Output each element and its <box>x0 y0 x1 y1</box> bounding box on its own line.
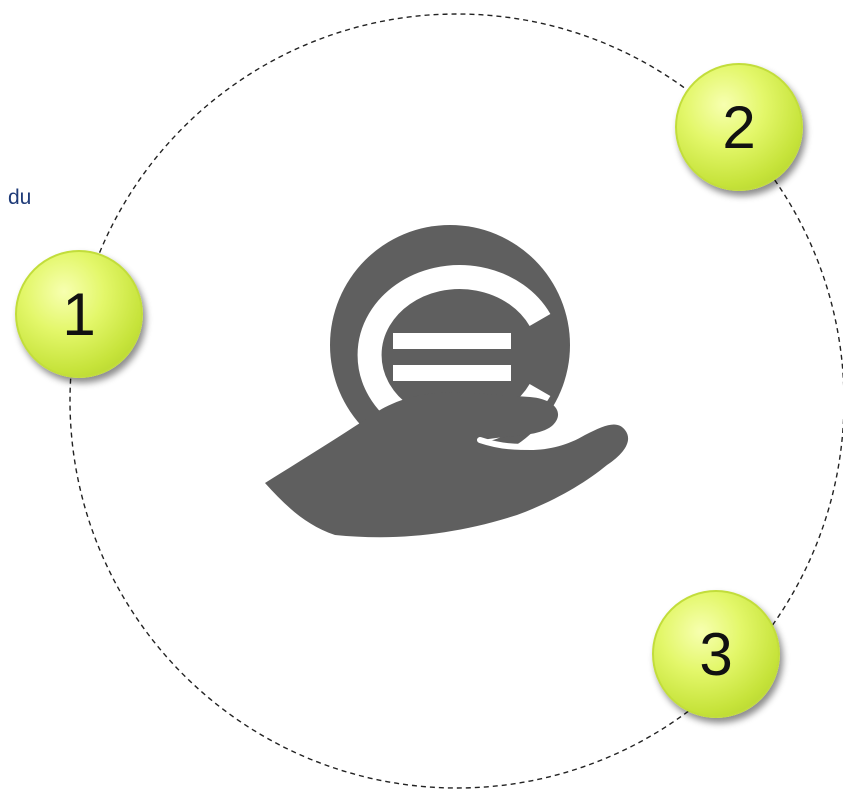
side-text: du <box>8 186 32 209</box>
step-badge-3: 3 <box>652 590 780 718</box>
step-badge-1: 1 <box>15 250 143 378</box>
hand-holding-euro-coin-icon <box>265 225 629 538</box>
step-badge-2: 2 <box>675 63 803 191</box>
